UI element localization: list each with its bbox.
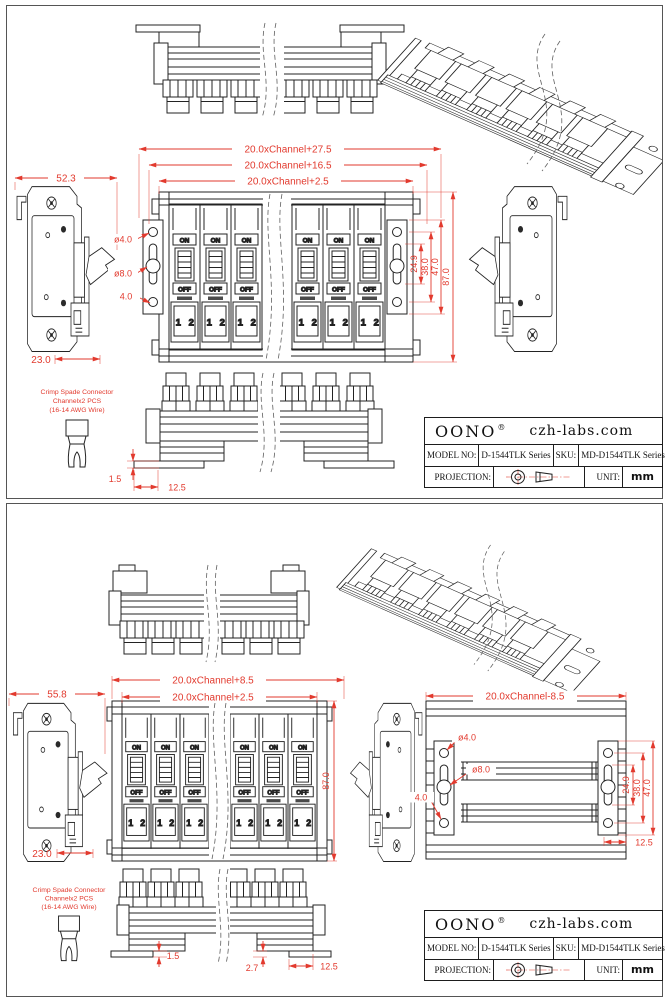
dimensions-side-view: 55.8 23.0 — [8, 688, 106, 860]
unit-label: UNIT: — [584, 466, 622, 487]
crimp-note-line2: Channelx2 PCS — [53, 398, 102, 405]
model-value: D-1544TLK Series — [478, 938, 552, 959]
first-angle-projection-icon — [506, 961, 570, 978]
left-side-view — [13, 703, 107, 861]
sheet-1: 20.0xChannel+27.5 20.0xChannel+16.5 20.0… — [6, 5, 665, 499]
dimensions-sheet1: 20.0xChannel+27.5 20.0xChannel+16.5 20.0… — [14, 143, 457, 366]
dim-slot-dia: ø8.0 — [472, 765, 490, 775]
title-block: OONO® czh-labs.com MODEL NO: D-1544TLK S… — [424, 910, 665, 981]
dim-width-overall: 20.0xChannel+27.5 — [244, 145, 331, 156]
crimp-note: Crimp Spade Connector Channelx2 PCS (16-… — [41, 389, 115, 468]
model-row: MODEL NO: D-1544TLK Series SKU: MD-D1544… — [425, 937, 665, 959]
crimp-note-line1: Crimp Spade Connector — [33, 887, 107, 894]
projection-row: PROJECTION: UNIT: mm — [425, 958, 662, 980]
dim-width-mount: 20.0xChannel+16.5 — [244, 161, 331, 172]
first-angle-projection-icon — [506, 468, 570, 485]
dim-hole-dia: ø4.0 — [458, 733, 476, 743]
isometric-view — [335, 545, 611, 694]
dim-height-overall: 87.0 — [321, 772, 331, 790]
unit-value: mm — [622, 466, 662, 487]
dim-foot-width: 12.5 — [320, 962, 338, 972]
rear-view — [425, 700, 627, 860]
registered-mark: ® — [497, 915, 506, 925]
front-view — [106, 700, 333, 862]
dim-hole-edge: 4.0 — [120, 292, 133, 302]
brand-logo: OONO — [435, 914, 497, 934]
sheet-2: 20.0xChannel+8.5 20.0xChannel+2.5 87.0 5… — [6, 503, 665, 997]
dim-side-offset: 23.0 — [32, 849, 52, 860]
front-view — [142, 191, 421, 363]
unit-value: mm — [622, 959, 662, 980]
spade-connector-drawing — [65, 419, 89, 468]
dimensions-front-view: 20.0xChannel+8.5 20.0xChannel+2.5 87.0 — [111, 674, 345, 862]
unit-label: UNIT: — [584, 959, 622, 980]
spade-connector-drawing — [58, 915, 80, 962]
dimensions-bottom-view: 1.5 12.5 — [109, 449, 186, 493]
website-text: czh-labs.com — [529, 916, 634, 932]
dim-side-offset: 23.0 — [31, 355, 51, 366]
sku-label: SKU: — [552, 938, 579, 959]
projection-label: PROJECTION: — [434, 471, 491, 482]
top-view — [135, 21, 405, 121]
dimensions-bottom-view: 1.5 2.7 12.5 — [153, 941, 338, 973]
model-value: D-1544TLK Series — [478, 445, 552, 466]
dim-slot-dia: ø8.0 — [114, 269, 132, 279]
left-side-view — [17, 187, 115, 352]
right-side-view — [470, 187, 568, 352]
brand-logo: OONO — [435, 421, 497, 441]
dim-width-body: 20.0xChannel+2.5 — [247, 177, 329, 188]
sku-value: MD-D1544TLK Series — [578, 938, 667, 959]
dim-side-width: 52.3 — [56, 174, 76, 185]
dim-hole-edge: 4.0 — [415, 793, 428, 803]
crimp-note-line3: (16-14 AWG Wire) — [41, 904, 96, 911]
dim-plate-height: 47.0 — [430, 258, 440, 276]
dim-height-overall: 87.0 — [441, 268, 451, 286]
dim-foot-height: 1.5 — [167, 951, 180, 961]
dim-hole-pitch: 38.0 — [420, 258, 430, 276]
right-side-view — [351, 703, 423, 861]
sku-value: MD-D1544TLK Series — [578, 445, 667, 466]
dim-keyhole-slot: 24.9 — [409, 255, 419, 273]
dim-hole-pitch: 38.0 — [632, 779, 642, 797]
website-text: czh-labs.com — [529, 423, 634, 439]
model-label: MODEL NO: — [427, 943, 477, 954]
crimp-note-line3: (16-14 AWG Wire) — [49, 407, 104, 414]
dim-width-overall: 20.0xChannel+8.5 — [172, 676, 254, 687]
projection-row: PROJECTION: UNIT: mm — [425, 465, 662, 487]
title-block: OONO® czh-labs.com MODEL NO: D-1544TLK S… — [424, 417, 665, 488]
projection-symbol — [493, 959, 584, 980]
top-view — [108, 563, 310, 665]
projection-symbol — [493, 466, 584, 487]
title-block-header: OONO® czh-labs.com — [425, 911, 662, 937]
isometric-view — [376, 34, 662, 196]
sku-label: SKU: — [552, 445, 579, 466]
model-row: MODEL NO: D-1544TLK Series SKU: MD-D1544… — [425, 444, 665, 466]
model-label: MODEL NO: — [427, 450, 477, 461]
crimp-note-line2: Channelx2 PCS — [45, 896, 94, 903]
dim-width-rear: 20.0xChannel-8.5 — [486, 692, 565, 703]
dim-plate-height: 47.0 — [642, 779, 652, 797]
dim-foot-inset: 2.7 — [246, 963, 259, 973]
bottom-view — [110, 867, 332, 967]
bottom-view — [133, 371, 395, 475]
projection-label: PROJECTION: — [434, 964, 491, 975]
dim-rear-foot-width: 12.5 — [635, 838, 653, 848]
registered-mark: ® — [497, 422, 506, 432]
title-block-header: OONO® czh-labs.com — [425, 418, 662, 444]
dim-foot-width: 12.5 — [168, 483, 186, 493]
dim-hole-dia: ø4.0 — [114, 235, 132, 245]
dim-keyhole-slot: 24.9 — [621, 776, 631, 794]
crimp-note-line1: Crimp Spade Connector — [41, 389, 115, 396]
crimp-note: Crimp Spade Connector Channelx2 PCS (16-… — [33, 887, 107, 962]
dimensions-rear-view: 20.0xChannel-8.5 ø4.0 ø8.0 4.0 24.9 38.0… — [408, 690, 656, 848]
dim-side-width: 55.8 — [47, 690, 67, 701]
dim-foot-height: 1.5 — [109, 474, 122, 484]
dim-width-body: 20.0xChannel+2.5 — [172, 693, 254, 704]
